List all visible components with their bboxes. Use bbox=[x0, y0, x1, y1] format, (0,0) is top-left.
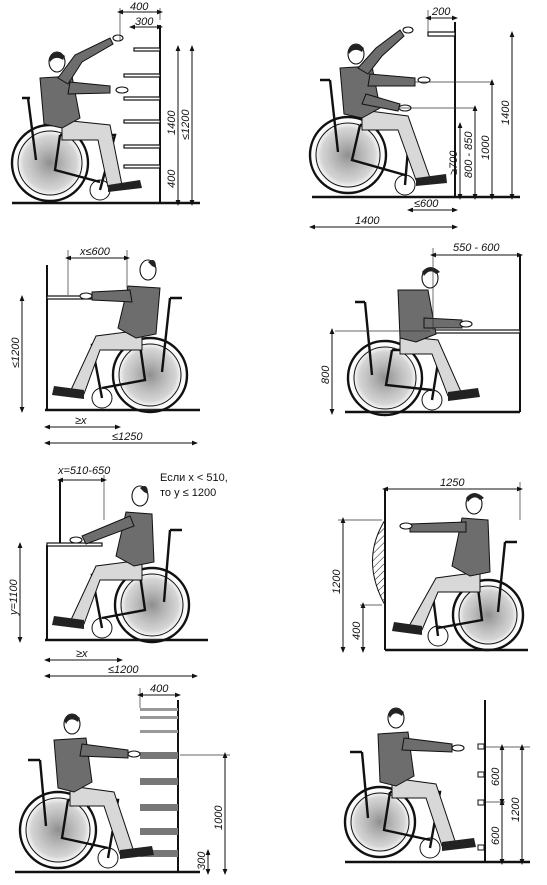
dimensions: 1250 1200 400 bbox=[331, 477, 523, 653]
shelf-set bbox=[123, 47, 161, 169]
dim-label: 600 bbox=[490, 767, 502, 786]
dim-label: ≥x bbox=[76, 648, 88, 660]
dim-label: 800 - 850 bbox=[463, 131, 475, 178]
dim-label: 300 bbox=[135, 16, 154, 28]
dim-label: ≥x bbox=[75, 415, 87, 427]
person bbox=[53, 713, 154, 859]
person bbox=[339, 26, 447, 186]
wheelchair bbox=[90, 528, 191, 644]
panel-2: 200 1400 1000 800 - 850 ≥700 1400 ≤600 bbox=[308, 6, 520, 230]
wheelchair bbox=[427, 540, 525, 652]
dim-label: 1400 bbox=[166, 110, 178, 135]
dim-label: 550 - 600 bbox=[453, 242, 500, 254]
dim-label: y=1100 bbox=[8, 579, 20, 616]
dim-label: ≤1250 bbox=[112, 431, 143, 443]
wall-fixture bbox=[372, 518, 386, 607]
dim-label: ≤600 bbox=[414, 198, 439, 210]
panel-1: 400 300 1400 ≤1200 400 bbox=[10, 1, 200, 206]
dim-label: 200 bbox=[431, 6, 451, 18]
shelf-set bbox=[140, 708, 178, 857]
wheelchair bbox=[18, 758, 120, 870]
dimensions: 200 1400 1000 800 - 850 ≥700 1400 ≤600 bbox=[309, 6, 515, 230]
person bbox=[39, 34, 142, 192]
dim-label: 1400 bbox=[500, 100, 512, 125]
dim-label: 400 bbox=[351, 621, 363, 640]
panel-8: 600 1200 600 bbox=[343, 700, 530, 865]
dim-label: 1200 bbox=[510, 797, 522, 822]
dim-label: 1400 bbox=[355, 215, 380, 227]
wheelchair bbox=[308, 78, 416, 196]
wheelchair bbox=[346, 300, 443, 417]
dim-label: 400 bbox=[166, 169, 178, 188]
panel-7: 400 1000 300 bbox=[15, 683, 230, 875]
dim-label: 800 bbox=[320, 365, 332, 384]
dim-label: 1200 bbox=[331, 569, 343, 594]
dimensions: x≤600 ≤1200 ≥x ≤1250 bbox=[10, 246, 198, 446]
wall-outlets bbox=[477, 743, 485, 851]
wheelchair bbox=[90, 296, 189, 414]
dim-label: ≤1200 bbox=[180, 109, 192, 140]
person bbox=[377, 707, 476, 851]
dim-label: 300 bbox=[196, 851, 208, 870]
person bbox=[52, 259, 161, 399]
dim-label: 600 bbox=[490, 826, 502, 845]
dimensions: 400 300 1400 ≤1200 400 bbox=[117, 1, 195, 206]
dim-label: 1000 bbox=[480, 135, 492, 160]
table-top bbox=[434, 329, 521, 334]
panel-5: x=510-650 Если x < 510, то y ≤ 1200 y=11… bbox=[8, 465, 228, 679]
dimensions: 550 - 600 800 bbox=[320, 242, 523, 415]
person bbox=[392, 493, 491, 635]
condition-note-line1: Если x < 510, bbox=[160, 472, 228, 484]
dim-label: 400 bbox=[130, 1, 149, 13]
dimensions: x=510-650 Если x < 510, то y ≤ 1200 y=11… bbox=[8, 465, 228, 679]
dimensions: 400 1000 300 bbox=[137, 683, 230, 875]
dim-label: 400 bbox=[150, 683, 169, 695]
panel-3: x≤600 ≤1200 ≥x ≤1250 bbox=[10, 246, 200, 446]
dimensions: 600 1200 600 bbox=[486, 744, 530, 865]
dim-label: x=510-650 bbox=[57, 465, 111, 477]
dim-label: ≥700 bbox=[448, 150, 460, 175]
panel-6: 1250 1200 400 bbox=[331, 477, 528, 653]
dim-label: ≤1200 bbox=[10, 337, 22, 368]
dim-label: ≤1200 bbox=[108, 664, 139, 676]
dim-label: 1250 bbox=[440, 477, 465, 489]
condition-note-line2: то y ≤ 1200 bbox=[160, 487, 216, 499]
person bbox=[397, 267, 480, 401]
shelf bbox=[427, 31, 456, 37]
person bbox=[52, 485, 155, 629]
panel-4: 550 - 600 800 bbox=[320, 242, 523, 417]
dim-label: 1000 bbox=[213, 805, 225, 830]
dim-label: x≤600 bbox=[79, 246, 111, 258]
wheelchair bbox=[343, 750, 442, 859]
